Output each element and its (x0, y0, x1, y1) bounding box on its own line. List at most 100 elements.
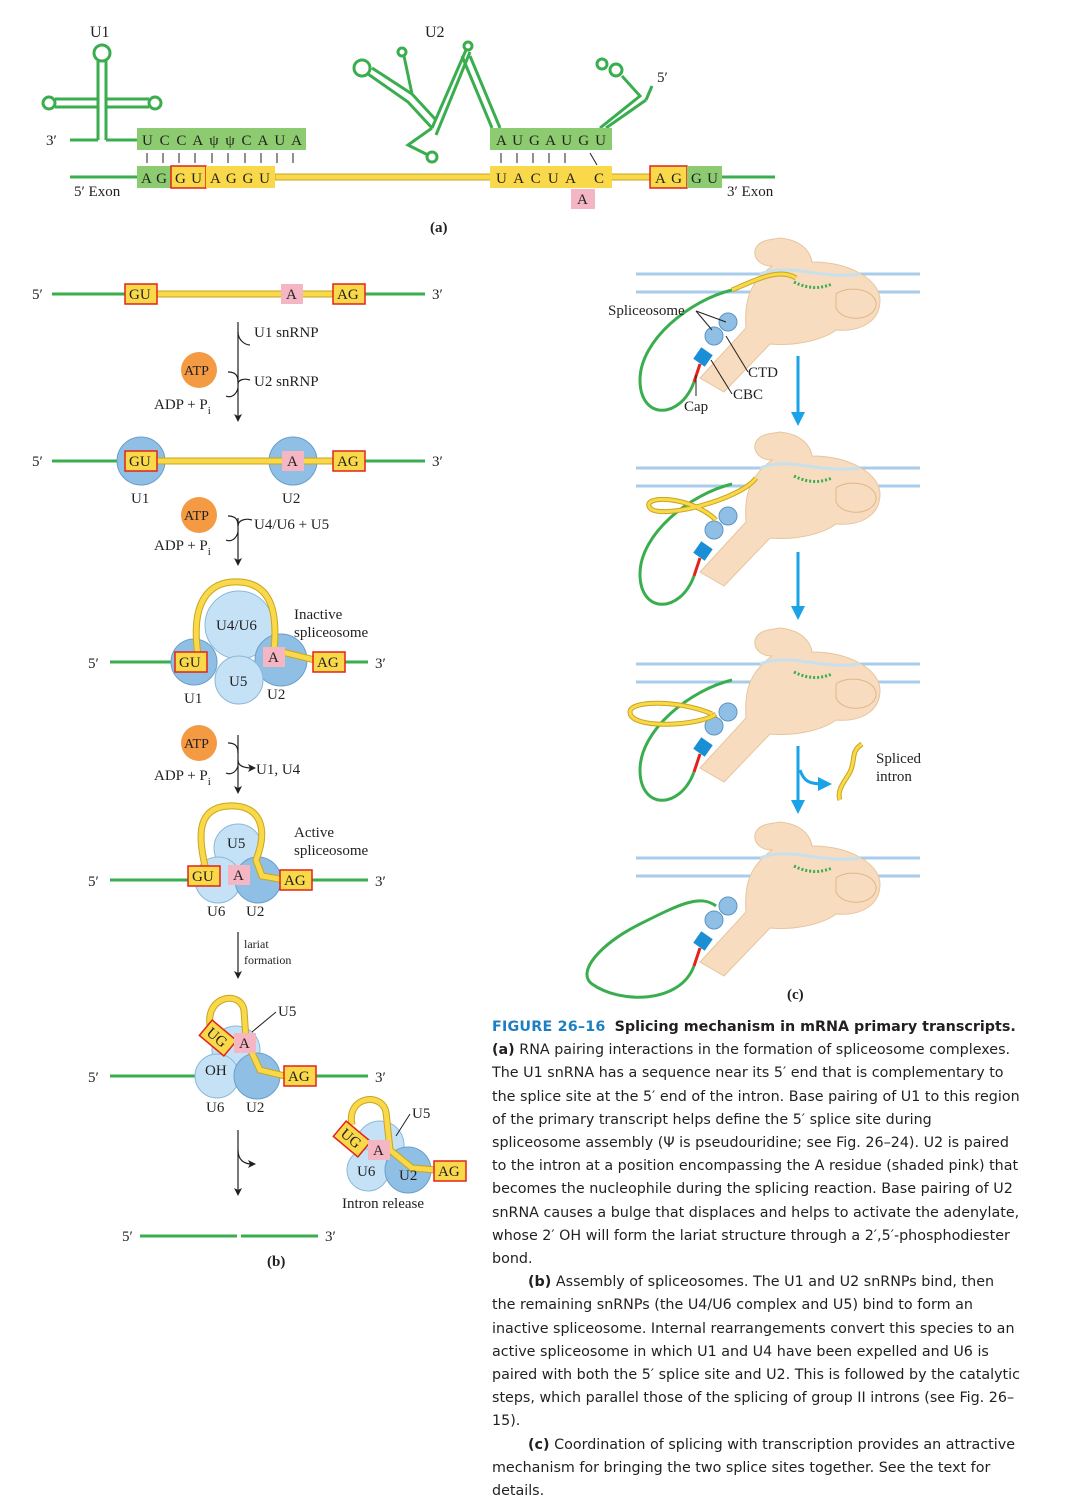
gu-seq-a: G U (175, 171, 202, 187)
cap-segment-4 (692, 947, 702, 967)
panel-a-label: (a) (430, 220, 448, 236)
lariat-intermediate: 5′ UG A AG OH 3′ U5 U6 U2 (88, 994, 386, 1116)
row3-u5-label: U5 (229, 674, 247, 690)
row5-a: A (239, 1036, 250, 1052)
exon-rna-2 (638, 482, 733, 606)
row2-3prime: 3′ (432, 454, 443, 470)
row1-5prime: 5′ (32, 287, 43, 303)
rna-in-polymerase-4 (793, 864, 833, 873)
u1-base-pair-ticks (146, 153, 294, 163)
released-a: A (373, 1143, 384, 1159)
exon3-seq: G U (691, 171, 718, 187)
row4-5prime: 5′ (88, 874, 99, 890)
step1-arrows (225, 322, 251, 422)
u1-pairing-box (137, 128, 306, 150)
row5-u6-label: U6 (206, 1100, 225, 1116)
lariat-label-2: formation (244, 953, 291, 967)
branch-seq: U A C U A (496, 171, 576, 187)
cbc-box-2 (693, 541, 713, 561)
dna-in-polymerase-3 (759, 658, 861, 667)
inactive-label-1: Inactive (294, 607, 343, 623)
exon3-box (687, 166, 722, 188)
row4-u6-label: U6 (207, 904, 226, 920)
spliced-intron-label-1: Spliced (876, 751, 921, 767)
row2-u1-label: U1 (131, 491, 149, 507)
polymerase-clamp-4 (835, 872, 877, 903)
row5-u2-label: U2 (246, 1100, 264, 1116)
ctd-spliceosome-b-4 (704, 910, 724, 930)
caption-para-a: FIGURE 26–16 Splicing mechanism in mRNA … (492, 1016, 1022, 1271)
row4-a: A (233, 868, 244, 884)
figure-title: Splicing mechanism in mRNA primary trans… (614, 1019, 1016, 1035)
row4-gu: GU (192, 869, 214, 885)
cap-label: Cap (684, 399, 708, 415)
ctd-spliceosome-a-1 (718, 312, 738, 332)
inactive-label-2: spliceosome (294, 625, 368, 641)
atp-label-3: ATP (184, 737, 209, 752)
exon-rna-1 (638, 288, 733, 412)
u2-pairing-box (490, 128, 612, 150)
pre-mrna-row2: 5′ GU A AG 3′ U1 U2 (32, 436, 443, 507)
row2-u2-label: U2 (282, 491, 300, 507)
row6-3prime: 3′ (325, 1229, 336, 1245)
released-u2-label: U2 (399, 1168, 417, 1184)
u1-snrna-structure (41, 43, 163, 142)
row5-ag: AG (288, 1069, 310, 1085)
row3-3prime: 3′ (375, 656, 386, 672)
panel-a: U1 3′ U C C A ψ ψ C A U A (41, 24, 775, 236)
active-label-2: spliceosome (294, 843, 368, 859)
para-c-label: (c) (528, 1436, 550, 1453)
branch-c: C (594, 171, 604, 187)
dna-in-polymerase-4 (759, 852, 861, 861)
adp-label-3: ADP + Pi (154, 768, 211, 788)
row3-u4u6-label: U4/U6 (216, 618, 257, 634)
step2-label: U2 snRNP (254, 374, 319, 390)
rna-in-polymerase-1 (793, 280, 833, 289)
caption-para-c: (c) Coordination of splicing with transc… (492, 1434, 1022, 1503)
intron-release-label: Intron release (342, 1196, 424, 1212)
exon5-box (137, 166, 171, 188)
row5-u5-label: U5 (278, 1004, 296, 1020)
atp-circle-2 (181, 497, 217, 533)
step3-arrows (225, 735, 256, 794)
para-b-label: (b) (528, 1274, 552, 1291)
adp-label-2: ADP + Pi (154, 538, 211, 558)
intron-loop-3 (628, 701, 717, 726)
caption-para-b: (b) Assembly of spliceosomes. The U1 and… (492, 1271, 1022, 1433)
exon-rna-3 (638, 678, 733, 802)
row2-gu: GU (129, 454, 151, 470)
row1-3prime: 3′ (432, 287, 443, 303)
cap-segment-3 (692, 753, 702, 773)
row3-u2-label: U2 (267, 687, 285, 703)
atp-label-2: ATP (184, 509, 209, 524)
intron-loop-row5 (207, 995, 286, 1079)
row4-ag: AG (284, 873, 306, 889)
intron-loop-row4 (198, 803, 286, 883)
ctd-spliceosome-a-3 (718, 702, 738, 722)
ctd-spliceosome-b-2 (704, 520, 724, 540)
released-u6-label: U6 (357, 1164, 376, 1180)
figure-caption: FIGURE 26–16 Splicing mechanism in mRNA … (492, 1016, 1022, 1503)
released-intron: UG A AG U5 U6 U2 Intron release (332, 1096, 467, 1212)
rna-in-polymerase-3 (793, 670, 833, 679)
released-u5-label: U5 (412, 1106, 430, 1122)
row1-a: A (286, 287, 297, 303)
spliced-mrna: 5′ 3′ (122, 1229, 336, 1245)
lariat-label-1: lariat (244, 937, 269, 951)
step4-label: U1, U4 (256, 762, 301, 778)
cbc-box-3 (693, 737, 713, 757)
spliced-intron-label-2: intron (876, 769, 912, 785)
u1-3prime-label: 3′ (46, 133, 57, 149)
row3-5prime: 5′ (88, 656, 99, 672)
row3-u1-label: U1 (184, 691, 202, 707)
active-label-1: Active (294, 825, 334, 841)
step1-label: U1 snRNP (254, 325, 319, 341)
u1-label: U1 (90, 24, 110, 41)
step6-arrows (234, 1130, 256, 1196)
after-gu-box (206, 166, 275, 188)
after-gu-seq: A G G U (210, 171, 270, 187)
atp-circle-3 (181, 725, 217, 761)
para-c-text: Coordination of splicing with transcript… (492, 1436, 1016, 1500)
splicing-figure: U1 3′ U C C A ψ ψ C A U A (32, 24, 921, 1270)
exon-rna-4 (585, 899, 717, 999)
